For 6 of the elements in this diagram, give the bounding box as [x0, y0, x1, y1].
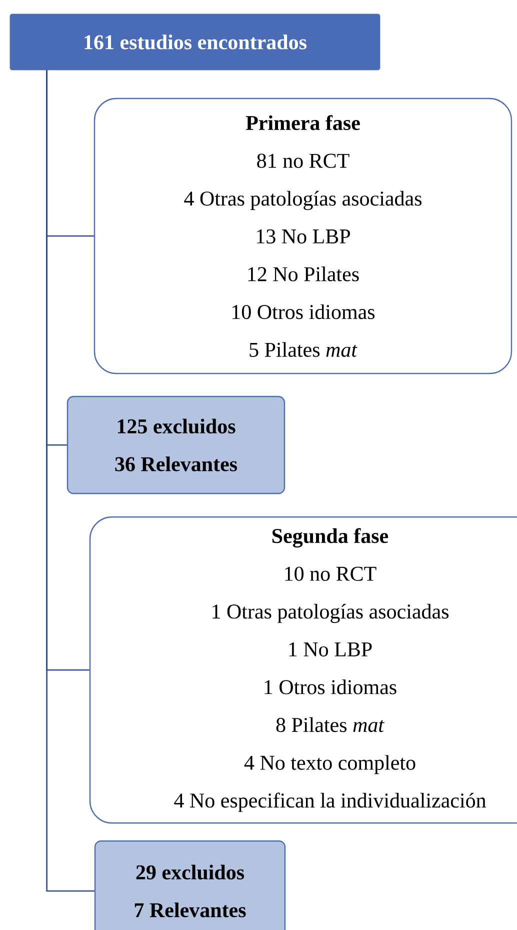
connector-line: [46, 70, 94, 892]
start-box: 161 estudios encontrados: [10, 14, 380, 70]
exclusion-box: Segunda fase 10 no RCT 1 Otras patologías asociadas 1 No LBP 1 Otros idiomas 8 Pilates mat 4 No texto completo 4 No especifican la individualización: [89, 516, 517, 824]
result-box: 29 excluidos 7 Relevantes: [94, 840, 286, 930]
exclusion-box: Primera fase 81 no RCT 4 Otras patologías asociadas 13 No LBP 12 No Pilates 10 Otros idiomas 5 Pilates mat: [94, 98, 512, 374]
result-box: 125 excluidos 36 Relevantes: [66, 396, 286, 494]
